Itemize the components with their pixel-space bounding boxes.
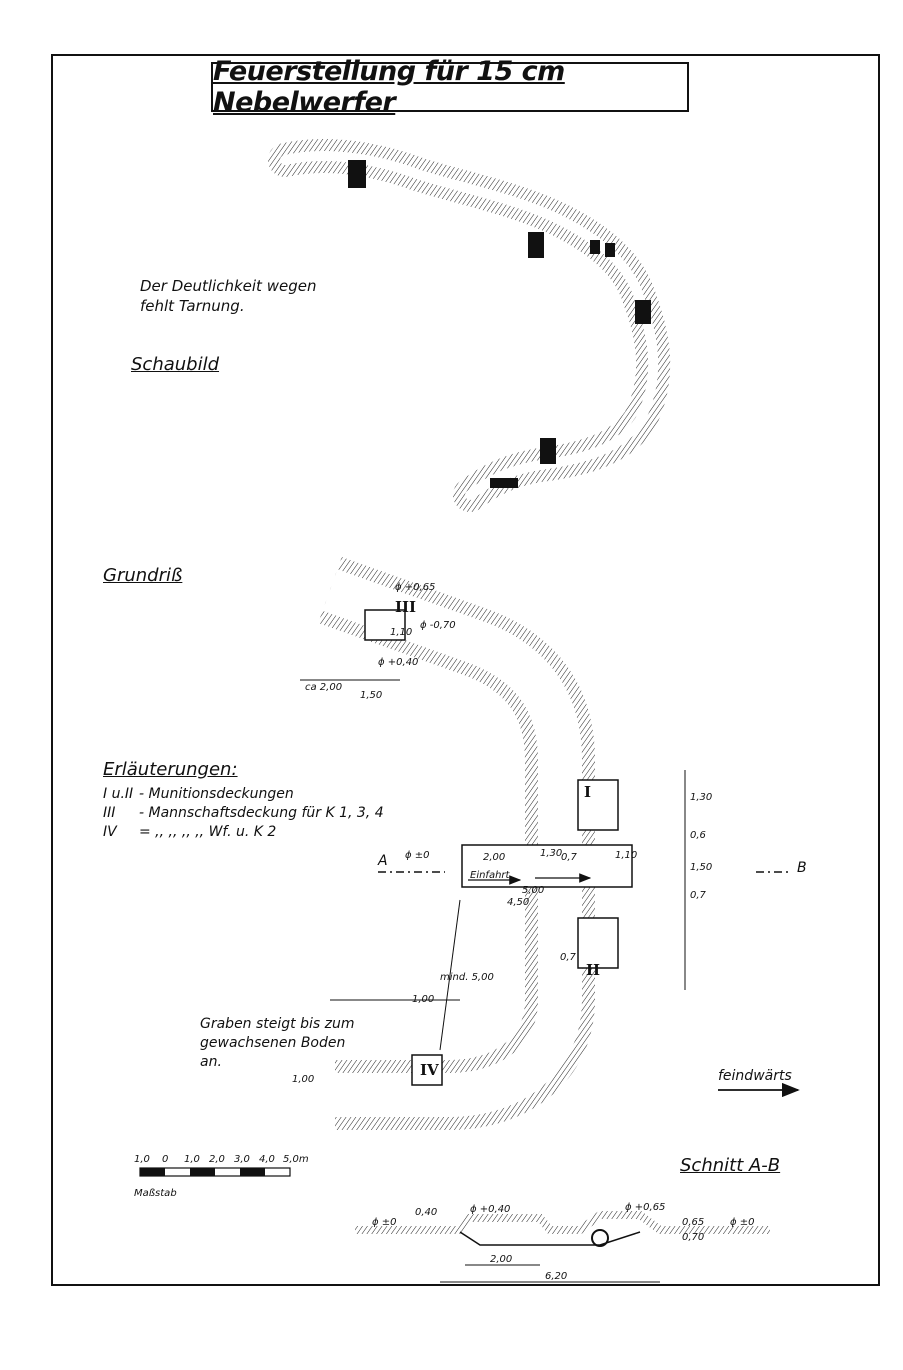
dim-label: 1,50	[690, 862, 712, 873]
scale-tick: 1,0	[184, 1154, 200, 1165]
legend-item: IV= ,, ,, ,, ,, Wf. u. K 2	[103, 824, 277, 840]
plan-view: A B Einfahrt I II III IV Graben steigt b…	[200, 557, 807, 1130]
section-heading-cross-section: Schnitt A-B	[680, 1155, 781, 1176]
scale-tick: 1,0	[134, 1154, 150, 1165]
section-dim: ϕ +0,40	[470, 1204, 510, 1215]
dim-label: ϕ +0,40	[378, 657, 418, 668]
drawing-frame	[51, 54, 880, 1286]
cross-section: ϕ ±0 0,40 ϕ +0,40 ϕ +0,65 0,65 0,70 ϕ ±0…	[355, 1202, 770, 1283]
section-marker-b: B	[797, 860, 807, 876]
dim-label: 1,10	[390, 627, 412, 638]
trench-note-2: gewachsenen Boden	[200, 1035, 345, 1051]
dim-label: 1,10	[615, 850, 637, 861]
dim-label: 0,7	[690, 890, 707, 901]
dim-label: 4,50	[507, 897, 529, 908]
section-heading-perspective: Schaubild	[131, 354, 220, 375]
trench-note-1: Graben steigt bis zum	[200, 1016, 355, 1032]
dim-label: 0,7	[561, 852, 578, 863]
cover-III: III	[395, 598, 416, 616]
scale-label: Maßstab	[134, 1188, 177, 1199]
section-dim: 6,20	[545, 1271, 567, 1282]
scale-bar: 1,0 0 1,0 2,0 3,0 4,0 5,0m Maßstab	[134, 1154, 309, 1199]
dim-label: 1,00	[292, 1074, 314, 1085]
note-line-2: fehlt Tarnung.	[140, 297, 245, 315]
dim-label: ϕ +0,65	[395, 582, 435, 593]
scale-tick: 5,0m	[283, 1154, 309, 1165]
section-dim: ϕ ±0	[730, 1217, 755, 1228]
cover-I: I	[584, 783, 591, 801]
scale-tick: 0	[162, 1154, 168, 1165]
section-dim: 2,00	[490, 1254, 512, 1265]
dim-label: ca 2,00	[305, 682, 342, 693]
scale-tick: 2,0	[209, 1154, 225, 1165]
section-heading-plan: Grundriß	[103, 565, 183, 586]
dim-label: ϕ ±0	[405, 850, 430, 861]
direction-label: feindwärts	[718, 1068, 792, 1084]
cover-IV: IV	[420, 1061, 439, 1079]
perspective-sketch	[268, 139, 671, 512]
dim-label: 0,7	[560, 952, 577, 963]
section-dim: 0,65	[682, 1217, 704, 1228]
dim-label: 5,00	[522, 885, 544, 896]
scale-tick: 3,0	[234, 1154, 250, 1165]
trench-note-3: an.	[200, 1054, 222, 1070]
dim-label: 1,30	[540, 848, 562, 859]
section-dim: ϕ ±0	[372, 1217, 397, 1228]
legend-heading: Erläuterungen:	[103, 759, 238, 780]
dim-label: 0,6	[690, 830, 706, 841]
legend-item: III- Mannschaftsdeckung für K 1, 3, 4	[103, 805, 384, 821]
legend: Erläuterungen: I u.II- Munitionsdeckunge…	[103, 760, 384, 842]
note-line-1: Der Deutlichkeit wegen	[140, 277, 317, 295]
dim-label: 1,30	[690, 792, 712, 803]
scale-tick: 4,0	[259, 1154, 275, 1165]
dim-label: mind. 5,00	[440, 972, 494, 983]
entrance-label: Einfahrt	[470, 870, 511, 881]
camouflage-note: Der Deutlichkeit wegen fehlt Tarnung.	[140, 276, 316, 316]
legend-item: I u.II- Munitionsdeckungen	[103, 786, 294, 802]
section-dim: ϕ +0,65	[625, 1202, 665, 1213]
section-dim: 0,40	[415, 1207, 437, 1218]
dim-label: 1,50	[360, 690, 382, 701]
dim-label: 1,00	[412, 994, 434, 1005]
dim-label: ϕ -0,70	[420, 620, 456, 631]
section-dim: 0,70	[682, 1232, 704, 1243]
dim-label: 2,00	[483, 852, 505, 863]
cover-II: II	[586, 961, 600, 979]
section-marker-a: A	[377, 853, 388, 869]
